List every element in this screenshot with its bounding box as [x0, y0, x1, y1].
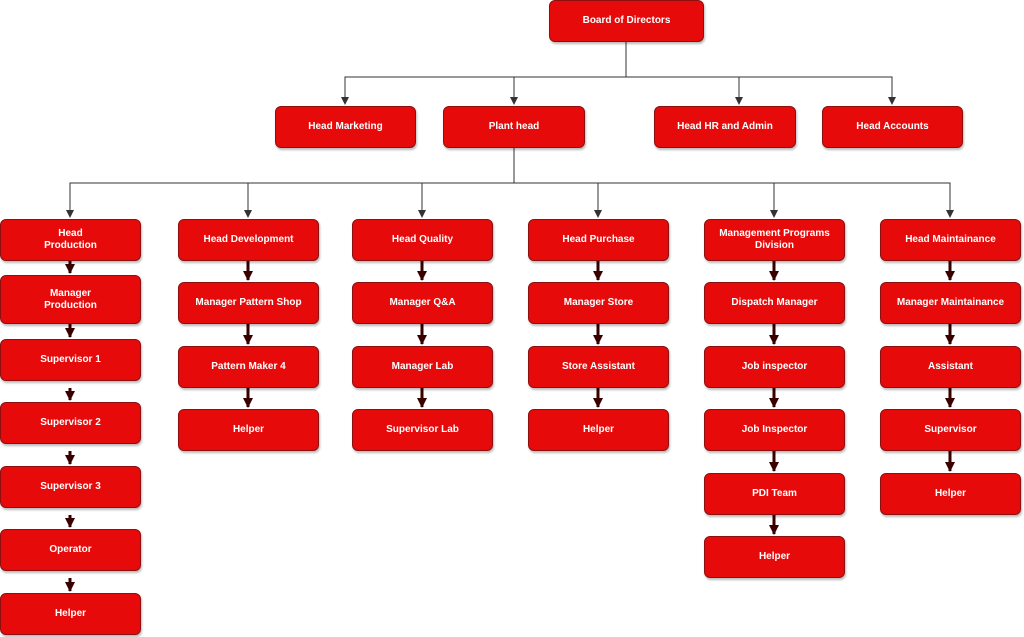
node-helper-programs[interactable]: Helper — [704, 536, 845, 578]
node-head-hr-admin[interactable]: Head HR and Admin — [654, 106, 796, 148]
node-supervisor-2[interactable]: Supervisor 2 — [0, 402, 141, 444]
node-pdi-team[interactable]: PDI Team — [704, 473, 845, 515]
node-supervisor-lab[interactable]: Supervisor Lab — [352, 409, 493, 451]
node-head-quality[interactable]: Head Quality — [352, 219, 493, 261]
node-store-assistant[interactable]: Store Assistant — [528, 346, 669, 388]
node-supervisor-maintainance[interactable]: Supervisor — [880, 409, 1021, 451]
connector-plant-to-head-maintainance — [513, 148, 954, 218]
node-manager-maintainance[interactable]: Manager Maintainance — [880, 282, 1021, 324]
node-job-inspector-1[interactable]: Job inspector — [704, 346, 845, 388]
node-head-development[interactable]: Head Development — [178, 219, 319, 261]
connector-board-to-head-hr — [625, 42, 743, 105]
node-helper-development[interactable]: Helper — [178, 409, 319, 451]
node-helper-purchase[interactable]: Helper — [528, 409, 669, 451]
node-pattern-maker-4[interactable]: Pattern Maker 4 — [178, 346, 319, 388]
node-head-production[interactable]: Head Production — [0, 219, 141, 261]
connector-board-to-head-marketing — [341, 42, 627, 105]
node-head-maintainance[interactable]: Head Maintainance — [880, 219, 1021, 261]
node-helper-production[interactable]: Helper — [0, 593, 141, 635]
node-manager-production[interactable]: Manager Production — [0, 275, 141, 324]
node-head-accounts[interactable]: Head Accounts — [822, 106, 963, 148]
node-manager-qa[interactable]: Manager Q&A — [352, 282, 493, 324]
connector-plant-to-head-quality — [418, 148, 515, 218]
node-operator[interactable]: Operator — [0, 529, 141, 571]
node-dispatch-manager[interactable]: Dispatch Manager — [704, 282, 845, 324]
connector-board-to-plant-head — [510, 42, 627, 105]
node-plant-head[interactable]: Plant head — [443, 106, 585, 148]
connector-board-to-head-accounts — [625, 42, 896, 105]
node-manager-lab[interactable]: Manager Lab — [352, 346, 493, 388]
node-job-inspector-2[interactable]: Job Inspector — [704, 409, 845, 451]
node-head-purchase[interactable]: Head Purchase — [528, 219, 669, 261]
node-head-marketing[interactable]: Head Marketing — [275, 106, 416, 148]
node-supervisor-1[interactable]: Supervisor 1 — [0, 339, 141, 381]
node-management-programs-division[interactable]: Management Programs Division — [704, 219, 845, 261]
node-manager-pattern-shop[interactable]: Manager Pattern Shop — [178, 282, 319, 324]
node-board-of-directors[interactable]: Board of Directors — [549, 0, 704, 42]
node-supervisor-3[interactable]: Supervisor 3 — [0, 466, 141, 508]
node-assistant-maintainance[interactable]: Assistant — [880, 346, 1021, 388]
node-manager-store[interactable]: Manager Store — [528, 282, 669, 324]
node-helper-maintainance[interactable]: Helper — [880, 473, 1021, 515]
